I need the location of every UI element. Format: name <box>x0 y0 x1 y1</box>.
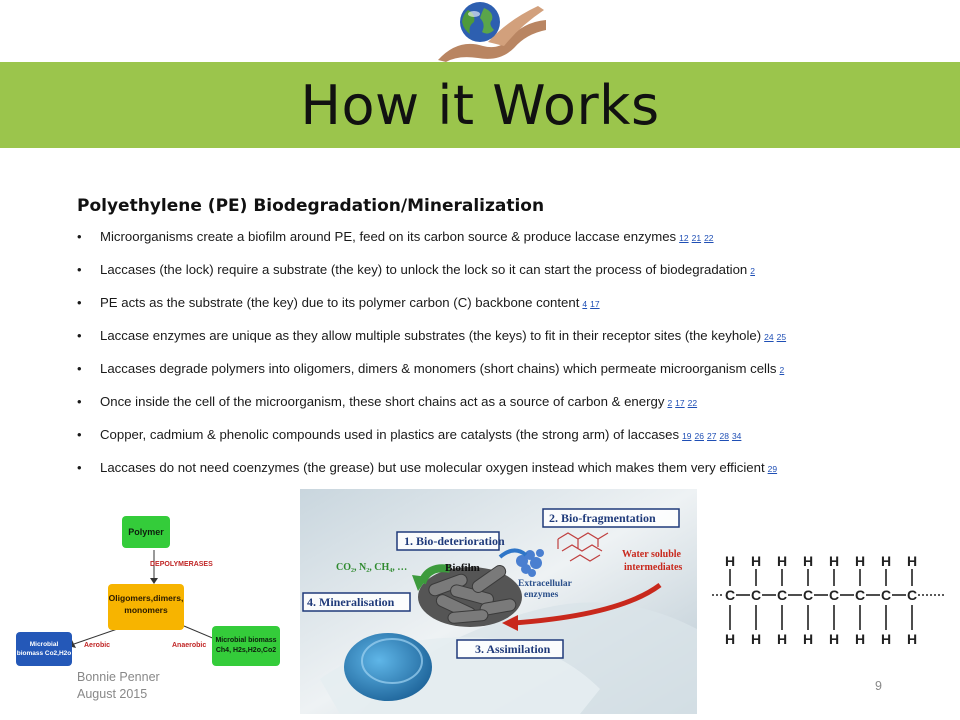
hydrogen-atom: H <box>855 631 865 647</box>
step2-label: 2. Bio-fragmentation <box>549 511 656 525</box>
biodegradation-diagram: 1. Bio-deterioration 2. Bio-fragmentatio… <box>300 489 697 714</box>
hydrogen-atom: H <box>829 553 839 569</box>
step3-label: 3. Assimilation <box>475 642 551 656</box>
polymer-box: Polymer <box>122 516 170 548</box>
hydrogen-atom: H <box>803 553 813 569</box>
hydrogen-atom: H <box>725 553 735 569</box>
depolymerization-flowchart: Polymer DEPOLYMERASES Oligomers,dimers, … <box>14 514 282 670</box>
reference-link[interactable]: 2 <box>750 266 755 276</box>
bullet-text: Microorganisms create a biofilm around P… <box>100 229 677 244</box>
carbon-atom: C <box>751 587 761 603</box>
reference-link[interactable]: 29 <box>767 464 778 474</box>
hydrogen-atom: H <box>777 631 787 647</box>
aerobic-products-line1: Microbial <box>29 641 59 648</box>
globe-hands-logo <box>438 2 546 62</box>
bullet-text: Copper, cadmium & phenolic compounds use… <box>100 427 680 442</box>
hydrogen-atom: H <box>907 553 917 569</box>
hydrogen-atom: H <box>751 631 761 647</box>
bullet-item: Laccase enzymes are unique as they allow… <box>77 327 947 360</box>
carbon-atom: C <box>777 587 787 603</box>
reference-link[interactable]: 25 <box>776 332 787 342</box>
bullet-item: Laccases degrade polymers into oligomers… <box>77 360 947 393</box>
anaerobic-products-box: Microbial biomass Ch4, H2s,H2o,Co2 <box>212 626 280 666</box>
author-date: August 2015 <box>77 687 148 701</box>
reference-link[interactable]: 24 <box>764 332 774 342</box>
biofilm-bacteria <box>418 565 522 627</box>
carbon-atom: C <box>829 587 839 603</box>
aerobic-label: Aerobic <box>84 642 111 649</box>
hydrogen-atom: H <box>829 631 839 647</box>
carbon-atom: C <box>855 587 865 603</box>
carbon-atom: C <box>803 587 813 603</box>
hydrogen-atom: H <box>725 631 735 647</box>
reference-link[interactable]: 17 <box>675 398 685 408</box>
hydrogen-atom: H <box>855 553 865 569</box>
hydrogen-atom: H <box>803 631 813 647</box>
aerobic-products-box: Microbial biomass Co2,H2o <box>16 632 72 666</box>
hydrogen-atom: H <box>881 631 891 647</box>
carbon-atom: C <box>907 587 917 603</box>
biofilm-label: Biofilm <box>445 562 480 574</box>
anaerobic-products-line2: Ch4, H2s,H2o,Co2 <box>215 647 277 654</box>
hydrogen-atom: H <box>907 631 917 647</box>
bullet-item: Microorganisms create a biofilm around P… <box>77 228 947 261</box>
bullet-item: Laccases (the lock) require a substrate … <box>77 261 947 294</box>
reference-link[interactable]: 4 <box>582 299 588 309</box>
reference-link[interactable]: 17 <box>590 299 600 309</box>
slide-title: How it Works <box>300 73 660 137</box>
bullet-text: Laccases do not need coenzymes (the grea… <box>100 460 765 475</box>
water-soluble-label-line2: intermediates <box>624 562 682 573</box>
enzymes-label-line1: Extracellular <box>518 579 573 589</box>
assimilation-arrow <box>513 582 662 626</box>
bullet-text: Laccases degrade polymers into oligomers… <box>100 361 777 376</box>
bullet-text: Laccase enzymes are unique as they allow… <box>100 328 762 343</box>
page-number: 9 <box>875 679 882 693</box>
anaerobic-label: Anaerobic <box>172 642 207 649</box>
gases-label: CO₂, N₂, CH₄, … <box>336 562 407 573</box>
bio-deterioration-arrow <box>498 548 528 559</box>
step4-label: 4. Mineralisation <box>307 595 395 609</box>
footer-author: Bonnie Penner August 2015 <box>77 669 160 703</box>
anaerobic-products-line1: Microbial biomass <box>215 637 277 644</box>
reference-link[interactable]: 19 <box>682 431 692 441</box>
bullet-item: Laccases do not need coenzymes (the grea… <box>77 459 947 492</box>
reference-link[interactable]: 34 <box>731 431 742 441</box>
section-subheading: Polyethylene (PE) Biodegradation/Mineral… <box>77 196 545 216</box>
step1-label: 1. Bio-deterioration <box>404 534 505 548</box>
reference-link[interactable]: 28 <box>719 431 729 441</box>
oligomers-box: Oligomers,dimers, monomers <box>108 584 184 630</box>
hydrogen-atom: H <box>751 553 761 569</box>
enzyme-cluster <box>516 549 544 577</box>
bullet-text: Once inside the cell of the microorganis… <box>100 394 665 409</box>
aerobic-products-line2: biomass Co2,H2o <box>16 650 72 657</box>
fragments-icon <box>557 532 609 562</box>
reference-link[interactable]: 2 <box>667 398 673 408</box>
reference-link[interactable]: 12 <box>679 233 689 243</box>
reference-link[interactable]: 22 <box>687 398 698 408</box>
reference-link[interactable]: 27 <box>707 431 717 441</box>
water-soluble-label-line1: Water soluble <box>622 549 682 560</box>
depolymerases-label: DEPOLYMERASES <box>150 561 213 568</box>
carbon-atom: C <box>725 587 735 603</box>
hydrogen-atom: H <box>881 553 891 569</box>
bullet-item: PE acts as the substrate (the key) due t… <box>77 294 947 327</box>
hydrogen-atom: H <box>777 553 787 569</box>
reference-link[interactable]: 2 <box>779 365 785 375</box>
reference-link[interactable]: 21 <box>691 233 702 243</box>
author-name: Bonnie Penner <box>77 670 160 684</box>
bullet-list: Microorganisms create a biofilm around P… <box>77 228 947 492</box>
reference-link[interactable]: 26 <box>694 431 704 441</box>
title-bar: How it Works <box>0 62 960 148</box>
bottle-cap <box>344 633 432 701</box>
carbon-atom: C <box>881 587 891 603</box>
enzymes-label-line2: enzymes <box>524 590 559 600</box>
bullet-text: Laccases (the lock) require a substrate … <box>100 262 748 277</box>
bullet-item: Once inside the cell of the microorganis… <box>77 393 947 426</box>
reference-link[interactable]: 22 <box>704 233 714 243</box>
bullet-text: PE acts as the substrate (the key) due t… <box>100 295 580 310</box>
bullet-item: Copper, cadmium & phenolic compounds use… <box>77 426 947 459</box>
